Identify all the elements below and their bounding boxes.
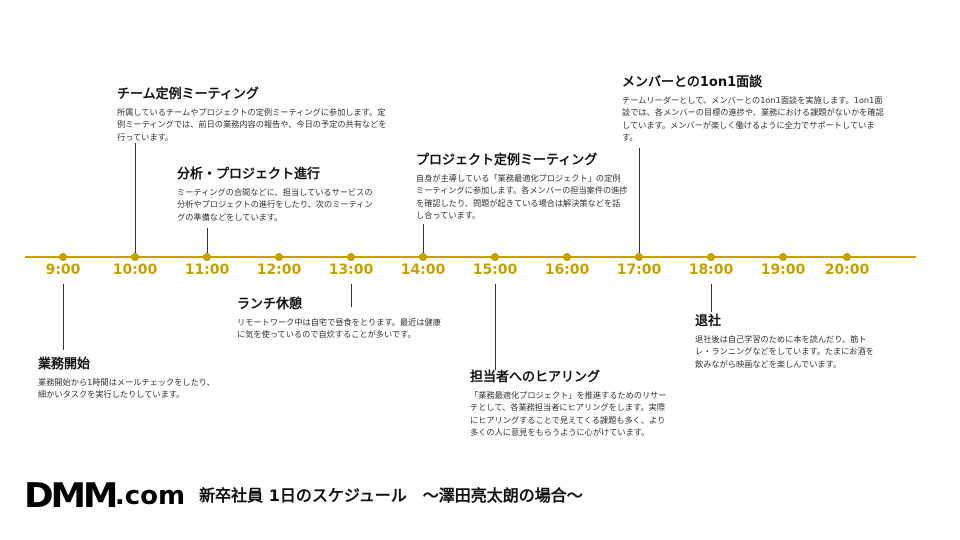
tick-dot-18 [707,253,715,261]
event-work-start: 業務開始 業務開始から1時間はメールチェックをしたり、細かいタスクを実行したりし… [38,356,218,401]
connector-13 [351,284,352,307]
tick-dot-16 [563,253,571,261]
event-description: 業務開始から1時間はメールチェックをしたり、細かいタスクを実行したりしています。 [38,377,215,400]
event-description: チームリーダーとして、メンバーとの1on1面談を実施します。1on1面談では、各… [622,95,884,142]
event-title: プロジェクト定例ミーティング [416,153,598,168]
tick-dot-13 [347,253,355,261]
footer: DMM .com 新卒社員 1日のスケジュール 〜澤田亮太朗の場合〜 [24,476,583,516]
event-description: 自身が主導している「業務最適化プロジェクト」の定例ミーティングに参加します。各メ… [416,173,628,220]
event-description: 所属しているチームやプロジェクトの定例ミーティングに参加します。定例ミーティング… [117,107,387,142]
tick-label-12: 12:00 [256,262,302,278]
dmm-logo: DMM [24,476,118,516]
tick-label-20: 20:00 [824,262,870,278]
connector-14 [423,224,424,253]
tick-dot-11 [203,253,211,261]
tick-dot-15 [491,253,499,261]
event-description: 退社後は自己学習のために本を読んだり、筋トレ・ランニングなどをしています。たまに… [695,334,874,369]
tick-dot-9 [59,253,67,261]
tick-dot-17 [635,253,643,261]
dmm-logo-suffix: .com [114,481,186,511]
tick-label-10: 10:00 [112,262,158,278]
tick-label-18: 18:00 [688,262,734,278]
page-title: 新卒社員 1日のスケジュール 〜澤田亮太朗の場合〜 [199,486,583,505]
tick-label-19: 19:00 [760,262,806,278]
event-title: メンバーとの1on1面談 [622,75,763,90]
tick-label-13: 13:00 [328,262,374,278]
connector-10 [135,143,136,253]
event-team-meeting: チーム定例ミーティング 所属しているチームやプロジェクトの定例ミーティングに参加… [117,86,392,143]
event-title: 分析・プロジェクト進行 [177,167,321,182]
connector-9 [63,284,64,350]
tick-dot-10 [131,253,139,261]
connector-15 [495,284,496,370]
event-lunch: ランチ休憩 リモートワーク中は自宅で昼食をとります。最近は健康に気を使っているの… [237,296,447,341]
event-description: 「業務最適化プロジェクト」を推進するためのリサーチとして、各業務担当者にヒアリン… [470,390,667,437]
event-1on1: メンバーとの1on1面談 チームリーダーとして、メンバーとの1on1面談を実施し… [622,74,884,143]
connector-17 [639,148,640,253]
event-title: チーム定例ミーティング [117,87,259,102]
tick-dot-20 [843,253,851,261]
event-leave: 退社 退社後は自己学習のために本を読んだり、筋トレ・ランニングなどをしています。… [695,313,877,370]
connector-11 [207,228,208,253]
event-hearing: 担当者へのヒアリング 「業務最適化プロジェクト」を推進するためのリサーチとして、… [470,369,670,438]
event-description: ミーティングの合間などに、担当しているサービスの分析やプロジェクトの進行をしたり… [177,187,373,222]
event-title: ランチ休憩 [237,297,303,312]
tick-dot-14 [419,253,427,261]
tick-label-14: 14:00 [400,262,446,278]
event-description: リモートワーク中は自宅で昼食をとります。最近は健康に気を使っているので自炊するこ… [237,317,441,340]
tick-label-17: 17:00 [616,262,662,278]
connector-18 [711,284,712,312]
tick-label-9: 9:00 [45,262,81,278]
tick-label-16: 16:00 [544,262,590,278]
event-title: 担当者へのヒアリング [470,370,601,385]
tick-dot-19 [779,253,787,261]
tick-label-15: 15:00 [472,262,518,278]
tick-dot-12 [275,253,283,261]
tick-label-11: 11:00 [184,262,230,278]
event-analysis: 分析・プロジェクト進行 ミーティングの合間などに、担当しているサービスの分析やプ… [177,166,377,223]
timeline-axis [25,256,916,258]
event-title: 退社 [695,314,722,329]
event-title: 業務開始 [38,357,91,372]
event-project-meeting: プロジェクト定例ミーティング 自身が主導している「業務最適化プロジェクト」の定例… [416,152,628,221]
